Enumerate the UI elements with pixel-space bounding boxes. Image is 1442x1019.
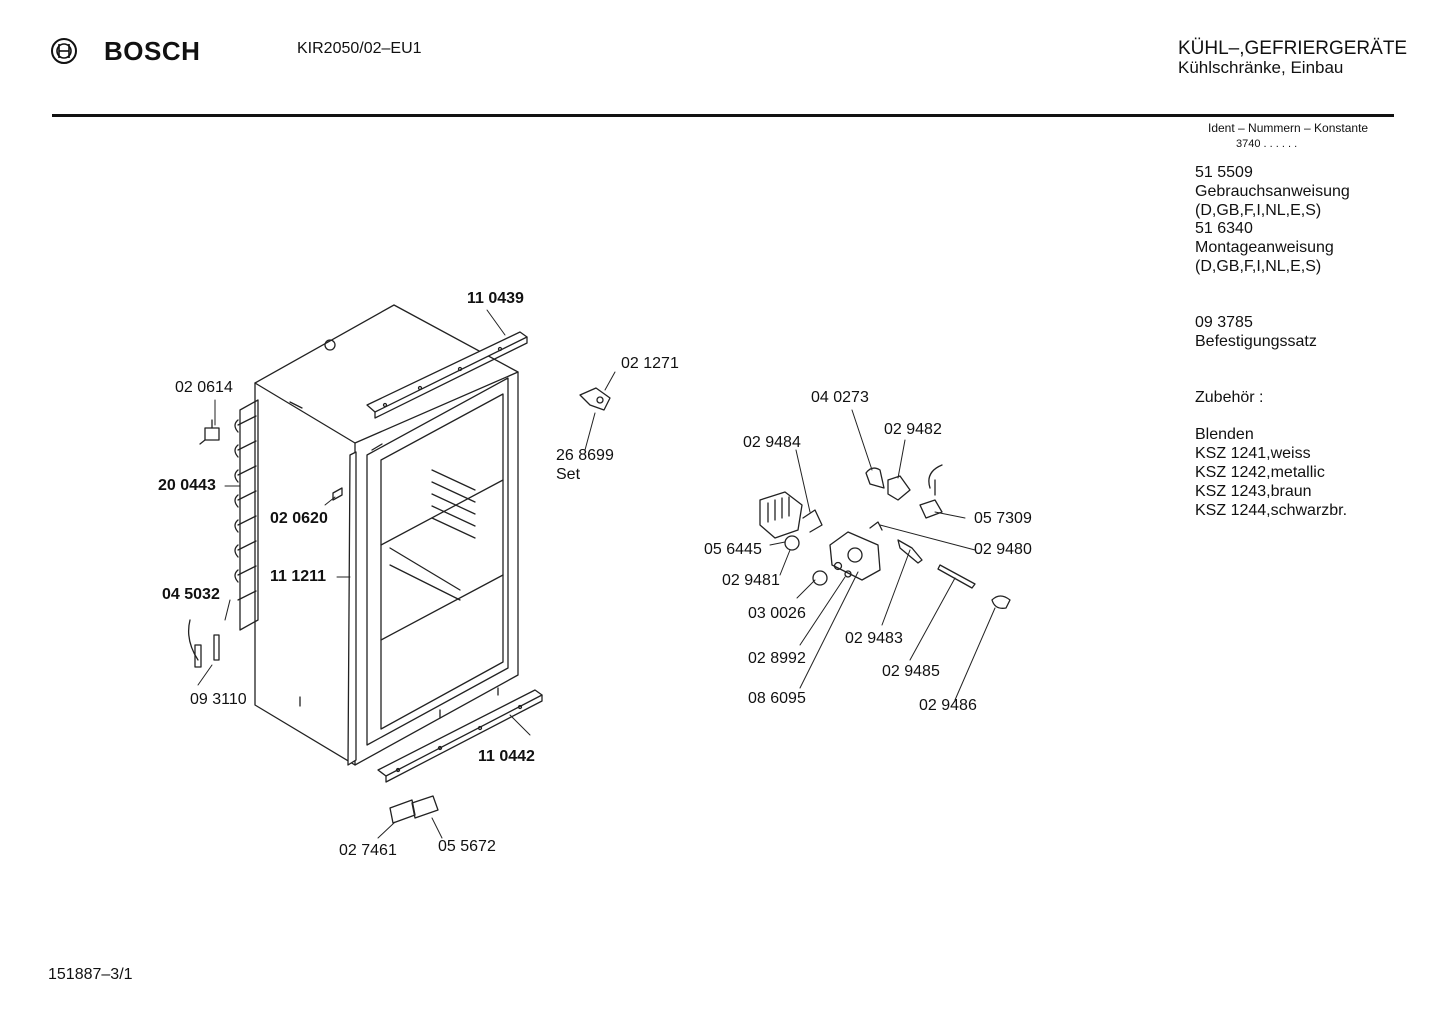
info-line: Montageanweisung [1195,239,1334,256]
part-label: 11 0439 [467,290,524,307]
part-label: 02 9486 [919,697,977,714]
info-line: KSZ 1244,schwarzbr. [1195,502,1348,519]
part-label: 02 9485 [882,663,940,680]
part-label: 04 0273 [811,389,869,406]
part-label: 02 9480 [974,541,1032,558]
part-label: 02 1271 [621,355,679,372]
part-label: Set [556,466,581,483]
category-title: KÜHL–,GEFRIERGERÄTE [1178,38,1408,59]
part-020620-drawing [332,487,343,501]
part-label: 04 5032 [162,586,220,603]
top-rail-drawing [366,331,528,419]
info-line: 09 3785 [1195,314,1253,331]
info-line: Zubehör : [1195,389,1264,406]
hinge-parts-drawing [389,795,439,824]
part-label: 02 7461 [339,842,397,859]
part-label: 11 1211 [270,568,327,585]
drawing-code: 151887–3/1 [48,966,133,983]
condenser-coil-drawing [234,399,259,631]
brand-name: BOSCH [104,36,201,66]
part-021271-drawing [579,387,611,411]
part-label: 02 9482 [884,421,942,438]
info-line: KSZ 1241,weiss [1195,445,1311,462]
part-label: 05 6445 [704,541,762,558]
part-label: 02 0614 [175,379,233,396]
part-045032-drawing [187,619,220,668]
info-line: Gebrauchsanweisung [1195,183,1350,200]
part-label: 05 5672 [438,838,496,855]
category-subtitle: Kühlschränke, Einbau [1178,58,1344,77]
part-label: 20 0443 [158,477,216,494]
info-line: KSZ 1243,braun [1195,483,1312,500]
part-020614-drawing [199,419,220,445]
bosch-logo-icon [51,38,77,64]
part-label: 03 0026 [748,605,806,622]
info-line: (D,GB,F,I,NL,E,S) [1195,258,1322,275]
thermostat-group-drawing [759,464,1011,609]
part-label: 02 8992 [748,650,806,667]
cabinet-drawing [254,304,519,766]
part-label: 08 6095 [748,690,806,707]
part-label: 02 9483 [845,630,903,647]
part-label: 11 0442 [478,748,535,765]
header-divider [52,114,1394,117]
info-line: Blenden [1195,426,1254,443]
part-label: 02 9484 [743,434,801,451]
part-label: 05 7309 [974,510,1032,527]
side-strip-drawing [347,451,357,766]
part-label: 02 9481 [722,572,780,589]
leader-lines [197,309,996,839]
info-line: (D,GB,F,I,NL,E,S) [1195,202,1322,219]
ident-value: 3740 . . . . . . [1236,138,1298,150]
part-label: 09 3110 [190,691,247,708]
info-line: KSZ 1242,metallic [1195,464,1325,481]
bottom-rail-drawing [377,689,543,783]
ident-heading: Ident – Nummern – Konstante [1208,121,1369,135]
part-label: 02 0620 [270,510,328,527]
model-number: KIR2050/02–EU1 [297,40,422,57]
part-label: 26 8699 [556,447,614,464]
info-line: 51 6340 [1195,220,1253,237]
info-line: 51 5509 [1195,164,1253,181]
info-line: Befestigungssatz [1195,333,1317,350]
